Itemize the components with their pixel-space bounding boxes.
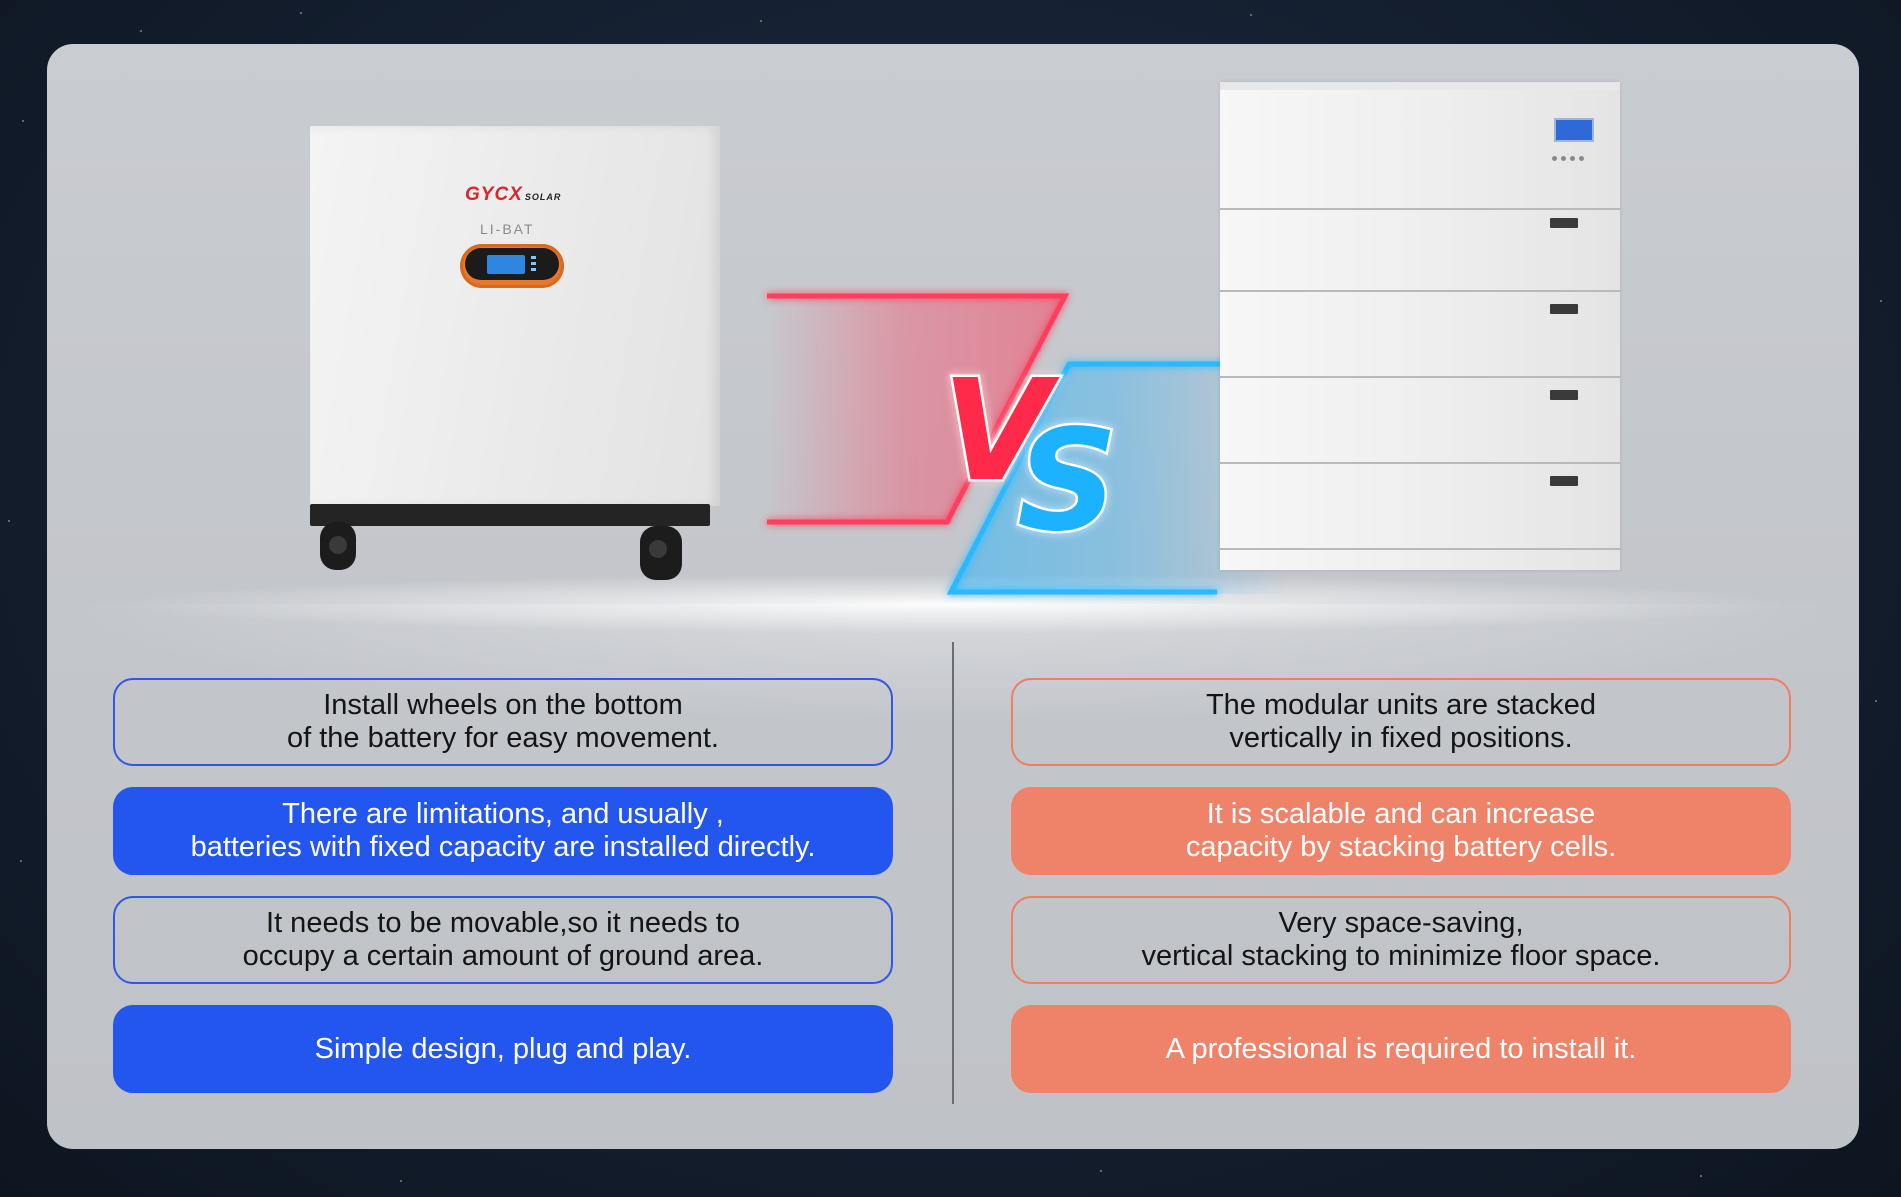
left-feature-4: Simple design, plug and play. [113,1005,893,1093]
battery-display [460,244,564,288]
wheel-left [320,522,356,570]
battery-module-1 [1220,210,1620,292]
stacked-battery-image [1220,82,1620,570]
vs-graphic: V S [767,293,1287,595]
wheel-base [310,504,710,526]
column-divider [952,642,954,1104]
vs-letter-v: V [942,350,1060,513]
right-feature-4: A professional is required to install it… [1011,1005,1791,1093]
right-feature-3: Very space-saving, vertical stacking to … [1011,896,1791,984]
control-lcd [1554,118,1594,142]
left-feature-3: It needs to be movable,so it needs to oc… [113,896,893,984]
control-module [1220,82,1620,210]
battery-module-4 [1220,468,1620,550]
vs-letter-s: S [1017,400,1118,563]
module-display [1550,304,1578,314]
blue-panel [947,364,1287,594]
red-panel [767,294,1067,524]
module-display [1550,218,1578,228]
battery-module-3 [1220,382,1620,464]
left-feature-2: There are limitations, and usually , bat… [113,787,893,875]
battery-module-2 [1220,296,1620,378]
status-leds [531,256,536,272]
blue-outline [946,361,1287,595]
module-display [1550,476,1578,486]
right-feature-2: It is scalable and can increase capacity… [1011,787,1791,875]
left-feature-1: Install wheels on the bottom of the batt… [113,678,893,766]
model-label: LI-BAT [480,221,535,237]
control-indicators [1552,148,1592,161]
wheel-right [640,526,682,580]
red-outline [767,293,1070,525]
module-display [1550,390,1578,400]
lcd-screen [487,255,525,274]
right-feature-1: The modular units are stacked vertically… [1011,678,1791,766]
brand-suffix: SOLAR [524,192,562,202]
brand-name: GYCX [465,184,523,205]
